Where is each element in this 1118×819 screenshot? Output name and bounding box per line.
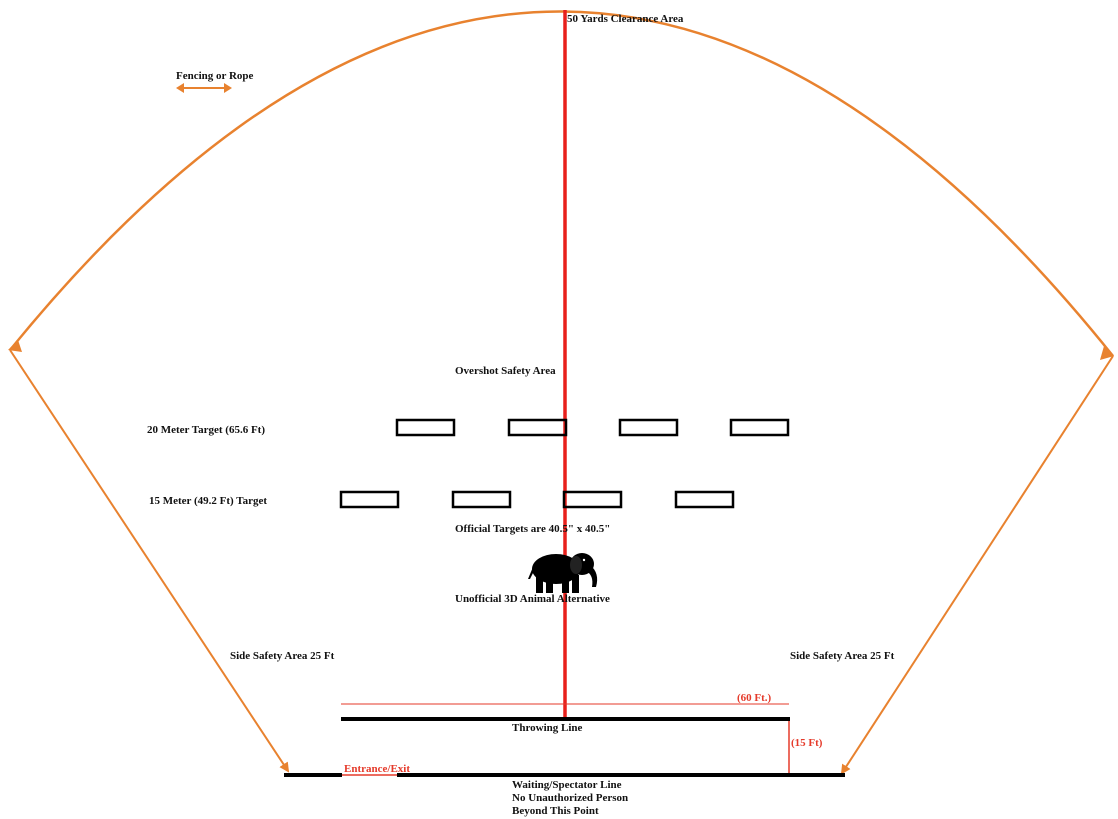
official-targets-label: Official Targets are 40.5" x 40.5" [455, 523, 611, 535]
clearance-area-label: 50 Yards Clearance Area [567, 13, 684, 25]
target-15m-label: 15 Meter (49.2 Ft) Target [149, 495, 268, 507]
entrance-exit-label: Entrance/Exit [344, 763, 410, 775]
fence-arc [9, 10, 1114, 357]
target-20m-label: 20 Meter Target (65.6 Ft) [147, 424, 266, 436]
width-60ft-label: (60 Ft.) [737, 692, 772, 704]
target-15m-2 [451, 490, 512, 509]
target-15m-4 [674, 490, 735, 509]
elephant-icon [528, 553, 598, 593]
side-safety-right-label: Side Safety Area 25 Ft [790, 650, 895, 662]
target-20m-2 [507, 418, 568, 437]
target-row-20m [395, 418, 790, 437]
target-15m-3 [562, 490, 623, 509]
spectator-line-label-2: No Unauthorized Person [512, 792, 629, 804]
overshot-area-label: Overshot Safety Area [455, 365, 556, 377]
side-safety-left-label: Side Safety Area 25 Ft [230, 650, 335, 662]
fence-left-corner-arrow [8, 340, 22, 352]
target-20m-3 [618, 418, 679, 437]
double-arrow-icon [176, 83, 232, 93]
target-20m-1 [395, 418, 456, 437]
fence-right-corner-arrow [1100, 346, 1114, 360]
spectator-line-label-3: Beyond This Point [512, 805, 599, 817]
fence-right-side [840, 355, 1114, 775]
legend-label: Fencing or Rope [176, 70, 254, 82]
fence-left-side [9, 349, 290, 773]
target-row-15m [339, 490, 735, 509]
target-15m-1 [339, 490, 400, 509]
unofficial-3d-label: Unofficial 3D Animal Alternative [455, 593, 610, 605]
depth-15ft-label: (15 Ft) [791, 737, 823, 749]
target-20m-4 [729, 418, 790, 437]
spectator-line-label-1: Waiting/Spectator Line [512, 779, 622, 791]
throwing-line-label: Throwing Line [512, 722, 583, 734]
